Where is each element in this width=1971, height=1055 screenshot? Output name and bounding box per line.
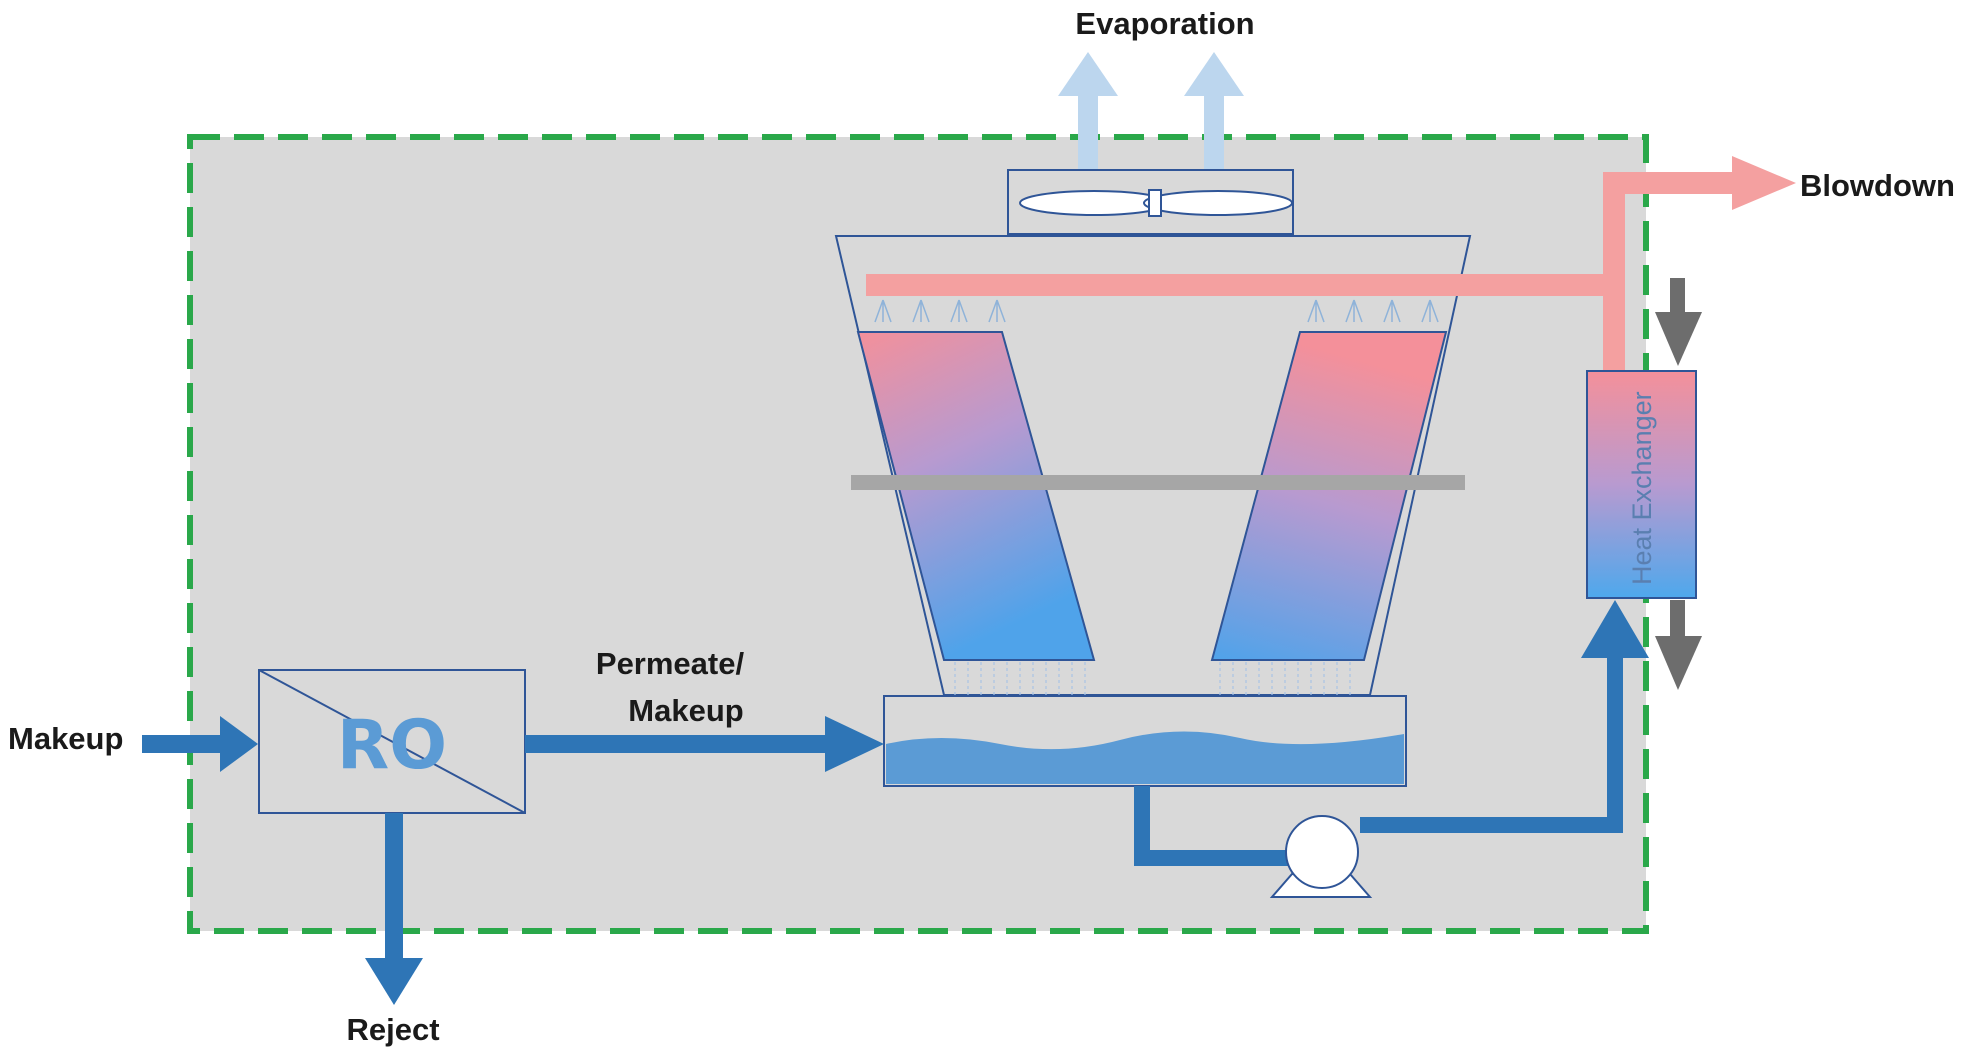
ro-label: RO — [337, 706, 447, 785]
reject-label: Reject — [346, 1012, 439, 1047]
pump-icon — [1269, 815, 1373, 898]
permeate-label-line1: Permeate/ — [596, 646, 745, 681]
evaporation-arrowhead-right — [1184, 52, 1244, 96]
ro-membrane-line — [258, 669, 526, 814]
spray-nozzle-icon — [874, 299, 1439, 323]
recirculation-pipe — [1134, 658, 1623, 866]
heat-exchanger — [1586, 370, 1697, 599]
reject-pipe — [385, 813, 403, 961]
heat-exchanger-inlet-arrowhead — [1581, 600, 1649, 658]
drift-eliminator — [851, 475, 1465, 490]
hot-water-pipe — [866, 172, 1738, 372]
fan-icon — [1019, 189, 1293, 217]
reject-arrowhead — [365, 958, 423, 1005]
evaporation-arrowhead-left — [1058, 52, 1118, 96]
makeup-arrowhead — [220, 716, 258, 772]
process-side-arrows — [1655, 278, 1702, 690]
permeate-label-line2: Makeup — [628, 693, 743, 728]
blowdown-label: Blowdown — [1800, 168, 1955, 203]
fill-media-right — [1210, 331, 1448, 661]
permeate-arrowhead — [825, 716, 884, 772]
blowdown-arrowhead — [1732, 156, 1796, 210]
evaporation-label: Evaporation — [1075, 6, 1254, 41]
basin-water — [886, 731, 1404, 784]
fill-media-left — [856, 331, 1096, 661]
permeate-pipe — [525, 735, 827, 753]
heat-exchanger-label: Heat Exchanger — [1627, 391, 1657, 585]
makeup-label: Makeup — [8, 721, 123, 756]
makeup-pipe — [142, 735, 222, 753]
